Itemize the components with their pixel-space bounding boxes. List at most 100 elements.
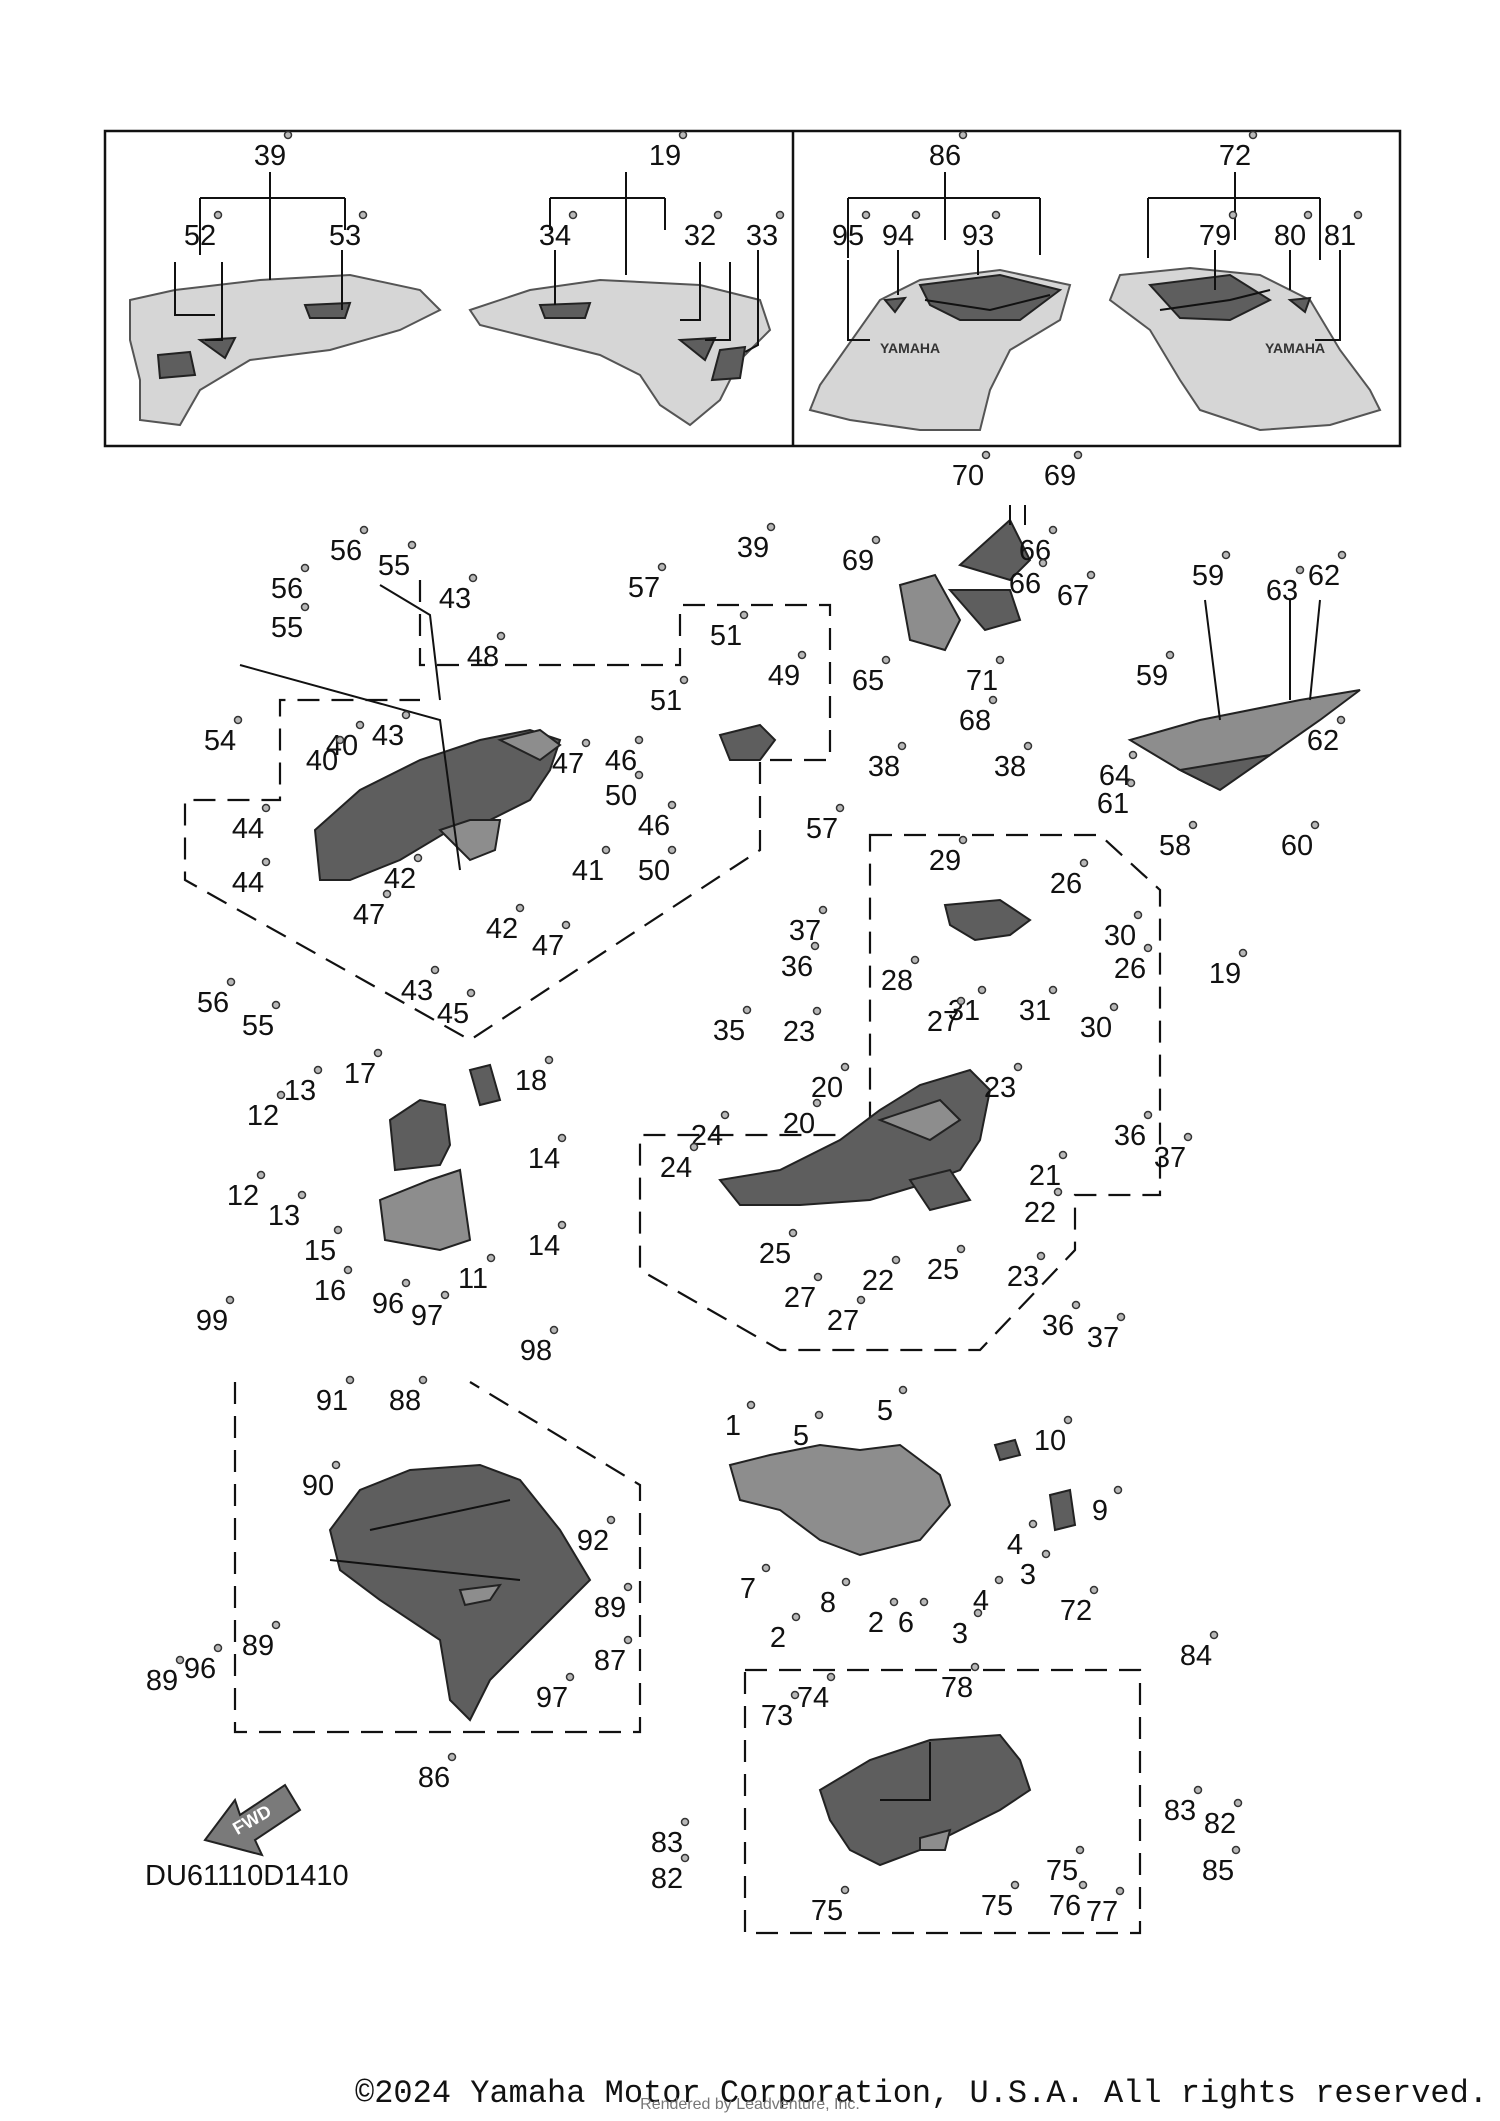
fastener-marker: [549, 1325, 559, 1335]
part-number-label: 99: [196, 1305, 228, 1337]
part-number-label: 92: [577, 1525, 609, 1557]
fastener-marker: [814, 1410, 824, 1420]
part-number-label: 26: [1050, 868, 1082, 900]
part-number-label: 47: [552, 748, 584, 780]
inset-panel: YAMAHA YAMAHA: [103, 129, 1402, 448]
fastener-marker: [634, 735, 644, 745]
fastener-marker: [1228, 210, 1238, 220]
part-number-label: 28: [881, 965, 913, 997]
fastener-marker: [891, 1255, 901, 1265]
fastener-marker: [910, 955, 920, 965]
fastener-marker: [1048, 525, 1058, 535]
fastener-marker: [898, 1385, 908, 1395]
decal-text-right: YAMAHA: [1265, 340, 1325, 356]
fastener-marker: [313, 1065, 323, 1075]
part-number-label: 23: [984, 1072, 1016, 1104]
fastener-marker: [897, 741, 907, 751]
fastener-marker: [1337, 550, 1347, 560]
fastener-marker: [1058, 1150, 1068, 1160]
part-number-label: 34: [539, 220, 571, 252]
part-number-label: 36: [1114, 1120, 1146, 1152]
fastener-marker: [1078, 1880, 1088, 1890]
fastener-marker: [994, 1575, 1004, 1585]
part-number-label: 2: [770, 1622, 786, 1654]
fastener-marker: [1075, 1845, 1085, 1855]
part-number-label: 56: [330, 535, 362, 567]
part-number-label: 62: [1307, 725, 1339, 757]
fastener-marker: [958, 835, 968, 845]
fastener-marker: [742, 1005, 752, 1015]
fastener-marker: [515, 903, 525, 913]
part-number-label: 59: [1136, 660, 1168, 692]
fastener-marker: [1023, 741, 1033, 751]
part-number-label: 36: [781, 951, 813, 983]
part-number-label: 46: [605, 745, 637, 777]
fastener-marker: [981, 450, 991, 460]
fastener-marker: [1336, 715, 1346, 725]
part-number-label: 35: [713, 1015, 745, 1047]
part-number-label: 9: [1092, 1495, 1108, 1527]
fastener-marker: [856, 1295, 866, 1305]
group-lower-cowl-right: [743, 1668, 1142, 1935]
fastener-marker: [213, 210, 223, 220]
group-air-duct: [378, 1063, 502, 1252]
part-number-label: 82: [651, 1863, 683, 1895]
part-number-label: 75: [811, 1895, 843, 1927]
fastener-marker: [812, 1006, 822, 1016]
part-number-label: 24: [660, 1152, 692, 1184]
fastener-marker: [1248, 130, 1258, 140]
fastener-marker: [678, 130, 688, 140]
fastener-marker: [1116, 1312, 1126, 1322]
inset-lower-cowl-left: YAMAHA: [808, 268, 1072, 431]
group-meter-bracket: [898, 505, 1032, 652]
fastener-marker: [343, 1265, 353, 1275]
fastener-marker: [881, 655, 891, 665]
fastener-marker: [810, 941, 820, 951]
part-number-label: 52: [184, 220, 216, 252]
fastener-marker: [418, 1375, 428, 1385]
fastener-marker: [889, 1597, 899, 1607]
fastener-marker: [1071, 1300, 1081, 1310]
fastener-marker: [1133, 910, 1143, 920]
part-number-label: 4: [1007, 1529, 1023, 1561]
fastener-marker: [861, 210, 871, 220]
part-number-label: 80: [1274, 220, 1306, 252]
fastener-marker: [818, 905, 828, 915]
fastener-marker: [1143, 943, 1153, 953]
part-number-label: 77: [1086, 1896, 1118, 1928]
part-number-label: 22: [862, 1265, 894, 1297]
fastener-marker: [407, 540, 417, 550]
inset-side-cowl-right: [468, 278, 772, 427]
part-number-label: 14: [528, 1230, 560, 1262]
decal-text-left: YAMAHA: [880, 340, 940, 356]
part-number-label: 36: [1042, 1310, 1074, 1342]
part-number-label: 60: [1281, 830, 1313, 862]
fastener-marker: [958, 130, 968, 140]
fastener-marker: [746, 1400, 756, 1410]
part-number-label: 25: [759, 1238, 791, 1270]
part-number-label: 7: [740, 1573, 756, 1605]
fastener-marker: [1079, 858, 1089, 868]
part-number-label: 69: [1044, 460, 1076, 492]
fastener-marker: [1013, 1062, 1023, 1072]
part-number-label: 17: [344, 1058, 376, 1090]
fastener-marker: [1233, 1798, 1243, 1808]
fastener-marker: [1010, 1880, 1020, 1890]
part-number-label: 83: [1164, 1795, 1196, 1827]
part-number-label: 50: [638, 855, 670, 887]
part-number-label: 19: [649, 140, 681, 172]
fastener-marker: [1295, 565, 1305, 575]
part-number-label: 46: [638, 810, 670, 842]
part-number-label: 83: [651, 1827, 683, 1859]
part-number-label: 75: [1046, 1855, 1078, 1887]
part-number-label: 82: [1204, 1808, 1236, 1840]
part-number-label: 86: [418, 1762, 450, 1794]
part-number-label: 33: [746, 220, 778, 252]
part-number-label: 79: [1199, 220, 1231, 252]
part-number-label: 38: [994, 751, 1026, 783]
diagram-code: DU61110D1410: [145, 1860, 349, 1892]
fastener-marker: [226, 977, 236, 987]
part-number-label: 48: [467, 641, 499, 673]
